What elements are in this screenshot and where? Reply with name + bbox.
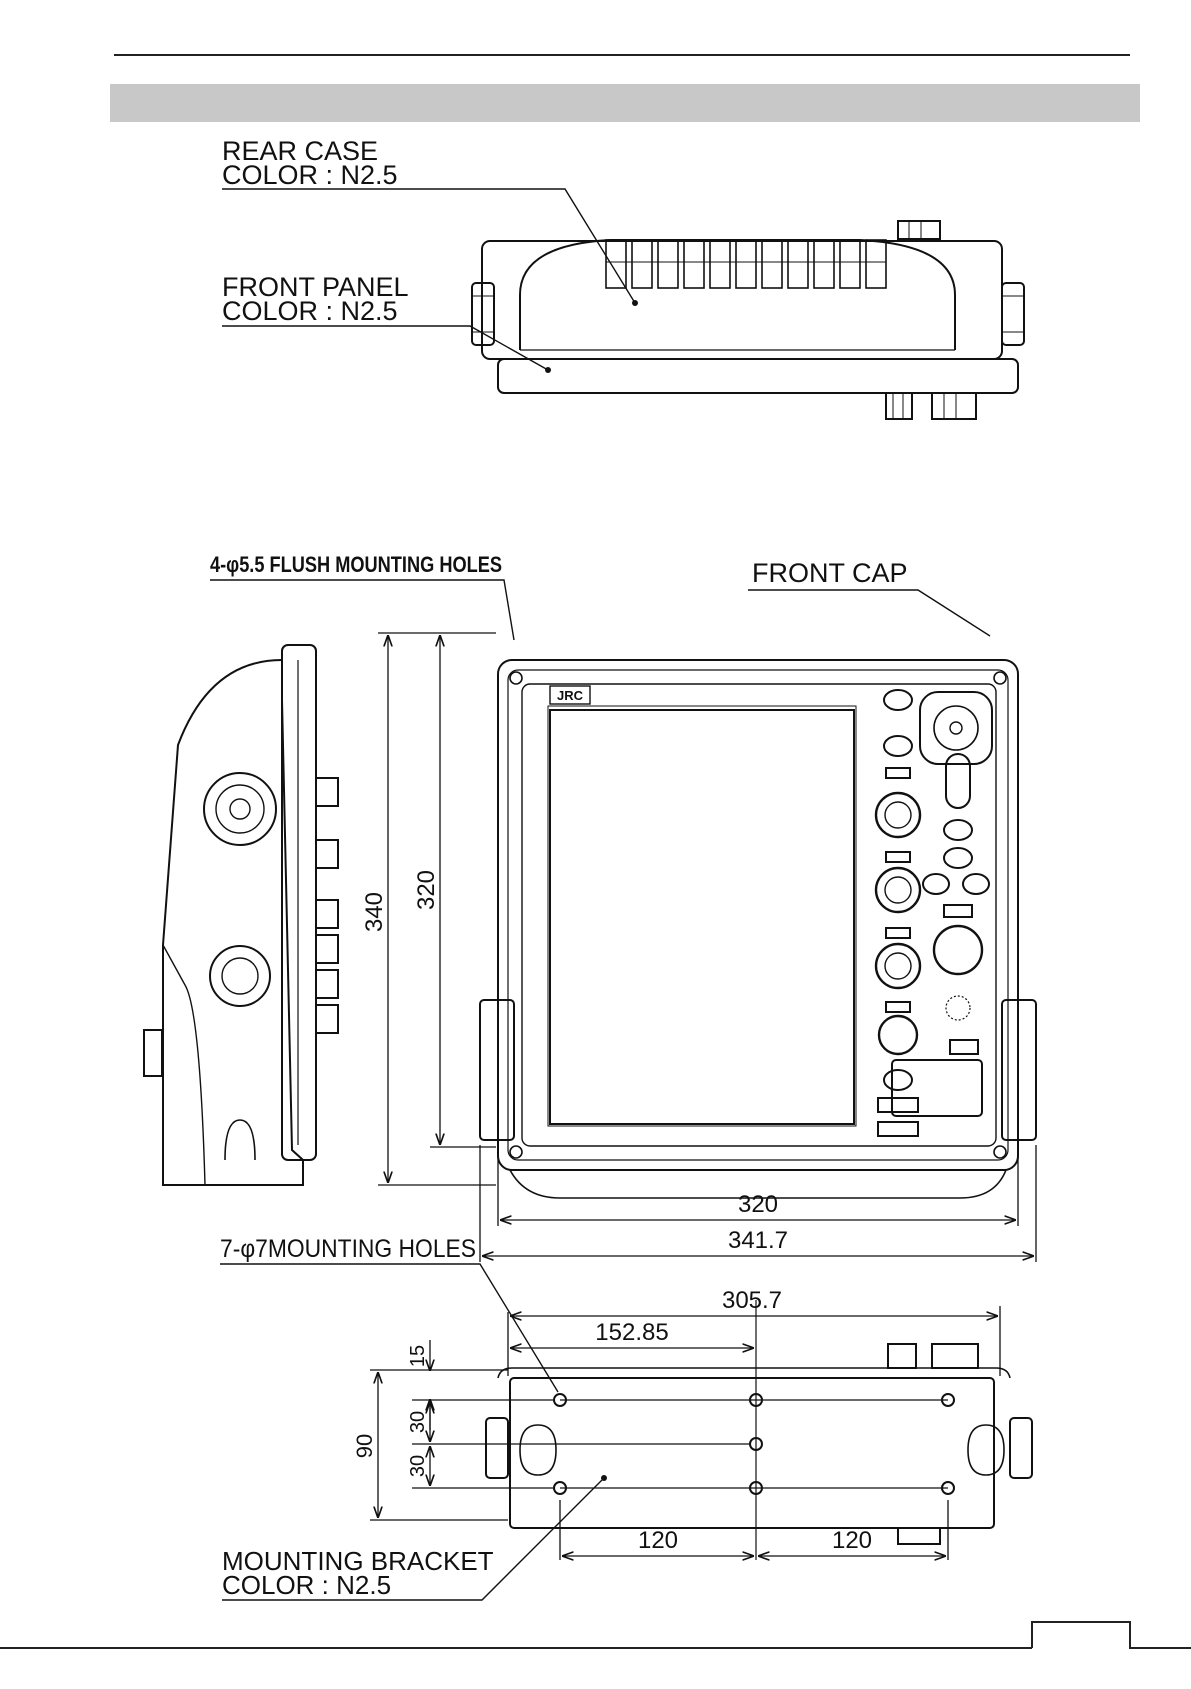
- bottom-view: [486, 1300, 1032, 1560]
- top-view-fins: [606, 240, 886, 288]
- side-view-knob-upper: [204, 773, 276, 845]
- control-key-wide: [878, 1098, 918, 1112]
- fin: [762, 240, 782, 288]
- fin: [866, 240, 886, 288]
- front-cap-leader: [748, 590, 990, 636]
- control-knob: [876, 868, 920, 912]
- side-view: [144, 645, 338, 1185]
- flush-holes-leader: [210, 580, 514, 640]
- speaker-grille: [946, 996, 970, 1020]
- control-key-small: [886, 852, 910, 862]
- top-view-front-panel: [498, 359, 1018, 393]
- fin: [710, 240, 730, 288]
- fin: [606, 240, 626, 288]
- control-knob: [879, 1016, 917, 1054]
- control-key: [944, 848, 972, 868]
- control-key: [944, 820, 972, 840]
- fin: [736, 240, 756, 288]
- dim-305-7: 305.7: [722, 1287, 782, 1314]
- side-control: [316, 970, 338, 998]
- side-view-connector: [144, 1030, 162, 1076]
- bottom-view-knob-large: [932, 1344, 978, 1368]
- mounting-holes-label: 7-φ7MOUNTING HOLES: [220, 1235, 476, 1263]
- dim-341-7: 341.7: [728, 1227, 788, 1254]
- dim-90: 90: [352, 1434, 377, 1458]
- cursor-pad-inner: [934, 706, 978, 750]
- fin: [684, 240, 704, 288]
- control-key-small: [886, 928, 910, 938]
- side-control: [316, 900, 338, 928]
- dim-320-vertical: 320: [413, 870, 440, 910]
- side-view-bracket-handle: [225, 1120, 255, 1160]
- fin: [840, 240, 860, 288]
- control-key: [884, 736, 912, 756]
- bottom-view-connector: [898, 1528, 940, 1544]
- control-key-tall: [946, 754, 970, 808]
- fin: [788, 240, 808, 288]
- bottom-view-left-knob: [486, 1418, 508, 1478]
- mounting-holes-leader: [220, 1264, 558, 1392]
- control-key-small: [886, 768, 910, 778]
- front-view-screen: [550, 710, 854, 1124]
- page-number-tab: [1032, 1622, 1191, 1648]
- top-view-rear-case: [520, 240, 955, 350]
- control-key-wide: [878, 1122, 918, 1136]
- fin: [632, 240, 652, 288]
- bottom-view-knob: [888, 1344, 916, 1368]
- top-view-connector: [898, 221, 940, 239]
- top-view-bottom-knob-large: [932, 393, 976, 419]
- front-view-bezel: [522, 684, 996, 1146]
- section-title-bar: [110, 84, 1140, 122]
- fin: [814, 240, 834, 288]
- dim-120-right: 120: [832, 1527, 872, 1554]
- rear-case-color: COLOR : N2.5: [222, 160, 398, 190]
- dim-30-b: 30: [407, 1455, 429, 1477]
- top-view-outer-case: [482, 241, 1002, 359]
- flush-hole: [994, 1146, 1006, 1158]
- control-key: [884, 1070, 912, 1090]
- top-view-bottom-knob: [886, 393, 912, 419]
- dim-120-left: 120: [638, 1527, 678, 1554]
- bracket-handle: [520, 1425, 556, 1475]
- flush-hole: [510, 1146, 522, 1158]
- side-view-controls: [316, 778, 338, 1033]
- side-view-knob-lower: [210, 946, 270, 1006]
- control-key-small: [886, 1002, 910, 1012]
- front-panel-color: COLOR : N2.5: [222, 296, 398, 326]
- flush-hole: [994, 672, 1006, 684]
- bottom-view-right-knob: [1010, 1418, 1032, 1478]
- side-control: [316, 778, 338, 806]
- top-view-right-knob: [1002, 283, 1024, 345]
- front-cap-label: FRONT CAP: [752, 558, 908, 588]
- mounting-bracket-color: COLOR : N2.5: [222, 1570, 391, 1600]
- dim-152-85: 152.85: [595, 1319, 668, 1346]
- dim-30-a: 30: [407, 1411, 429, 1433]
- control-key: [923, 874, 949, 894]
- control-knob: [876, 793, 920, 837]
- flush-hole: [510, 672, 522, 684]
- dim-340: 340: [361, 892, 388, 932]
- front-view: [480, 660, 1036, 1198]
- dim-15: 15: [407, 1345, 429, 1367]
- side-control: [316, 840, 338, 868]
- front-view-outer-frame: [498, 660, 1018, 1170]
- control-key: [963, 874, 989, 894]
- flush-holes-label: 4-φ5.5 FLUSH MOUNTING HOLES: [210, 552, 502, 577]
- control-key-wide: [950, 1040, 978, 1054]
- bracket-handle: [968, 1425, 1004, 1475]
- main-rotary-knob: [934, 926, 982, 974]
- dim-320-horizontal: 320: [738, 1191, 778, 1218]
- side-control: [316, 1005, 338, 1033]
- top-view: [472, 221, 1024, 419]
- control-key-small: [944, 905, 972, 917]
- control-key: [884, 690, 912, 710]
- fin: [658, 240, 678, 288]
- side-control: [316, 935, 338, 963]
- control-knob: [876, 944, 920, 988]
- brand-badge-text: JRC: [557, 688, 584, 703]
